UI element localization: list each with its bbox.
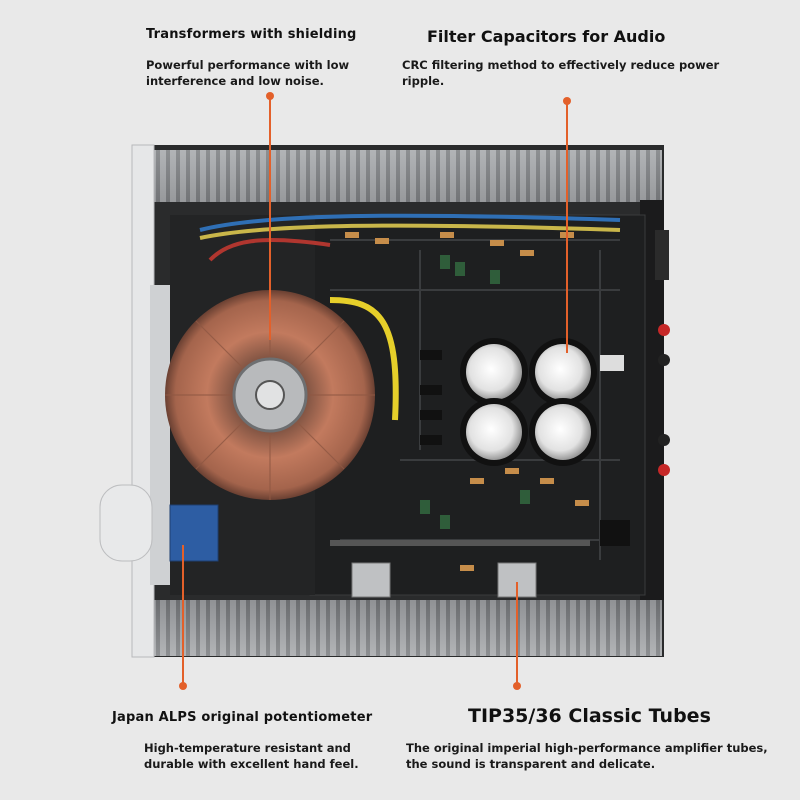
tubes-title: TIP35/36 Classic Tubes <box>468 705 711 727</box>
transformer-description: Powerful performance with low interferen… <box>146 57 349 89</box>
potentiometer-desc-line-2: durable with excellent hand feel. <box>144 757 359 771</box>
tubes-desc-line-2: the sound is transparent and delicate. <box>406 757 656 771</box>
capacitors-desc-line-2: ripple. <box>402 74 445 88</box>
volume-knob <box>99 484 153 562</box>
potentiometer-title: Japan ALPS original potentiometer <box>112 710 373 725</box>
capacitors-title: Filter Capacitors for Audio <box>427 27 666 46</box>
filter-capacitors <box>460 338 597 466</box>
toroidal-transformer <box>165 290 375 500</box>
potentiometer-description: High-temperature resistant and durable w… <box>144 740 359 772</box>
transformer-desc-line-1: Powerful performance with low <box>146 58 350 72</box>
transformer-desc-line-2: interference and low noise. <box>146 74 324 88</box>
capacitors-desc-line-1: CRC filtering method to effectively redu… <box>402 58 720 72</box>
potentiometer-desc-line-1: High-temperature resistant and <box>144 741 351 755</box>
alps-potentiometer <box>169 504 219 562</box>
transformer-title: Transformers with shielding <box>146 27 357 42</box>
tubes-description: The original imperial high-performance a… <box>406 740 768 772</box>
tubes-desc-line-1: The original imperial high-performance a… <box>406 741 768 755</box>
capacitors-description: CRC filtering method to effectively redu… <box>402 57 719 89</box>
